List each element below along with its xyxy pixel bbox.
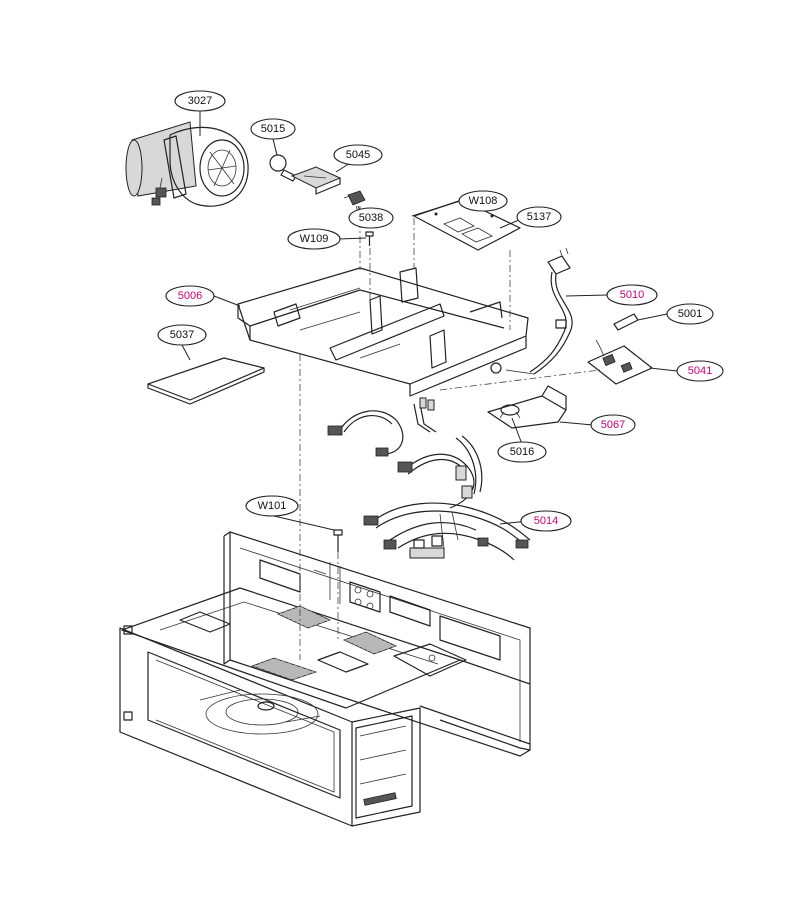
screw-w109-drawing [365, 231, 374, 246]
part-labels: 3027 5015 5045 5038 W108 5137 W109 5006 [157, 90, 724, 532]
label-5006-text: 5006 [178, 290, 202, 302]
label-5015-text: 5015 [261, 123, 285, 135]
label-5010: 5010 [606, 284, 658, 306]
pcb-drawing [587, 339, 653, 385]
label-5038: 5038 [348, 207, 394, 229]
label-5006: 5006 [165, 285, 215, 307]
lamp-socket-drawing [269, 154, 297, 182]
label-3027-text: 3027 [188, 95, 212, 107]
mount-bracket-drawing [487, 385, 567, 429]
label-5041: 5041 [676, 360, 724, 382]
label-W108: W108 [458, 190, 508, 212]
label-5067-text: 5067 [601, 419, 625, 431]
fuse-drawing [613, 313, 639, 331]
filter-drawing [147, 357, 265, 405]
label-5137-text: 5137 [527, 211, 551, 223]
label-5037: 5037 [157, 324, 207, 346]
label-5037-text: 5037 [170, 329, 194, 341]
label-W108-text: W108 [469, 195, 498, 207]
label-5041-text: 5041 [688, 365, 712, 377]
leader-lines [181, 111, 678, 531]
thermostat-drawing [499, 404, 521, 419]
power-cord-drawing [490, 247, 573, 375]
assembly-guide-lines [299, 206, 601, 660]
label-5001: 5001 [666, 303, 714, 325]
label-W109: W109 [287, 228, 341, 250]
label-W109-text: W109 [300, 233, 329, 245]
label-5014: 5014 [520, 510, 572, 532]
chassis-drawing [119, 531, 531, 827]
label-5014-text: 5014 [534, 515, 558, 527]
wire-harness-drawing [327, 397, 531, 561]
label-5067: 5067 [590, 414, 636, 436]
fan-motor-drawing [125, 121, 249, 207]
label-5045-text: 5045 [346, 149, 370, 161]
label-5016: 5016 [497, 441, 547, 463]
label-W101-text: W101 [258, 500, 287, 512]
label-5038-text: 5038 [359, 212, 383, 224]
lamp-bracket-drawing [290, 166, 342, 195]
label-5015: 5015 [250, 118, 296, 140]
label-5001-text: 5001 [678, 308, 702, 320]
label-5016-text: 5016 [510, 446, 534, 458]
label-W101: W101 [245, 495, 299, 517]
switch-drawing [343, 190, 366, 213]
label-5045: 5045 [333, 144, 383, 166]
screw-w101-drawing [333, 529, 343, 552]
label-5137: 5137 [516, 206, 562, 228]
label-3027: 3027 [174, 90, 226, 112]
label-5010-text: 5010 [620, 289, 644, 301]
base-plate-drawing [237, 267, 529, 397]
